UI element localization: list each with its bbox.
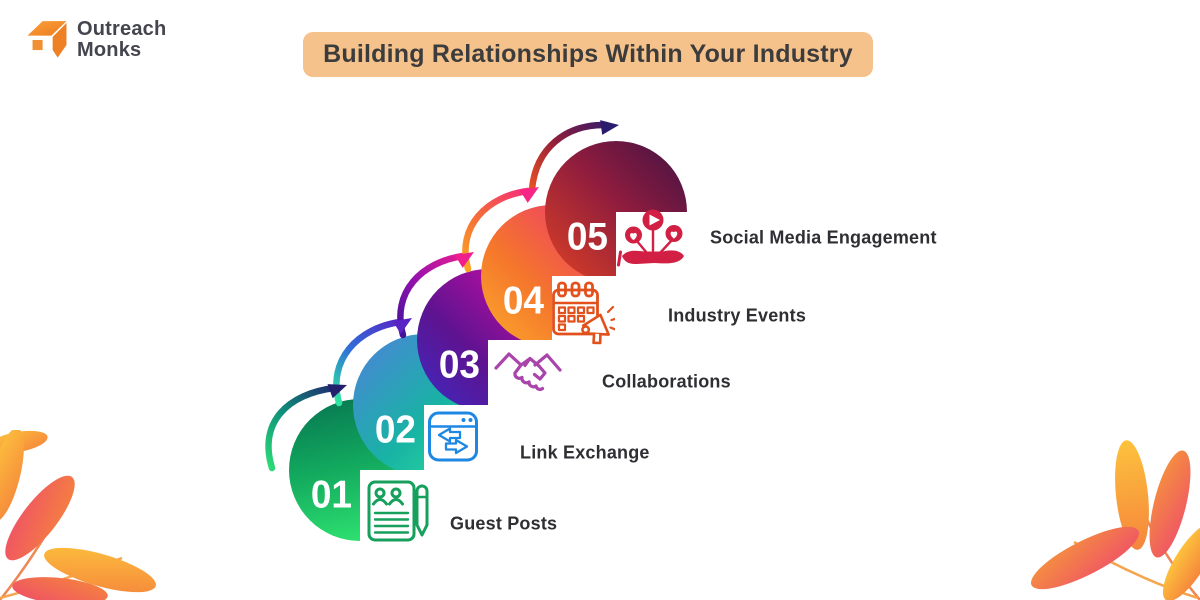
title-banner: Building Relationships Within Your Indus…: [303, 32, 873, 77]
logo-wordmark: Outreach Monks: [77, 19, 166, 61]
logo-cube-icon: [27, 21, 67, 58]
leaves-bottom-right-decoration: [1030, 440, 1200, 600]
logo-line-1: Outreach: [77, 18, 167, 40]
step-number-2: 02: [374, 408, 416, 451]
step-label-link-exchange: Link Exchange: [520, 442, 650, 463]
outreach-monks-logo: Outreach Monks: [25, 18, 166, 62]
link-exchange-browser-icon: [428, 411, 478, 462]
logo-line-2: Monks: [77, 39, 142, 61]
calendar-megaphone-icon: [552, 281, 615, 345]
page-title: Building Relationships Within Your Indus…: [323, 40, 853, 68]
step-number-3: 03: [438, 343, 480, 386]
leaves-bottom-left-decoration: [0, 430, 156, 600]
step-number-4: 04: [502, 279, 544, 322]
step-label-social-media: Social Media Engagement: [710, 227, 937, 248]
step-label-collaborations: Collaborations: [602, 371, 731, 392]
step-label-industry-events: Industry Events: [668, 305, 807, 326]
step-number-1: 01: [310, 473, 352, 516]
step-label-guest-posts: Guest Posts: [450, 513, 558, 534]
hand-social-icons-icon: [617, 209, 684, 267]
step-number-5: 05: [566, 215, 608, 258]
handshake-icon: [494, 352, 562, 391]
guest-posts-document-icon: [367, 480, 429, 542]
